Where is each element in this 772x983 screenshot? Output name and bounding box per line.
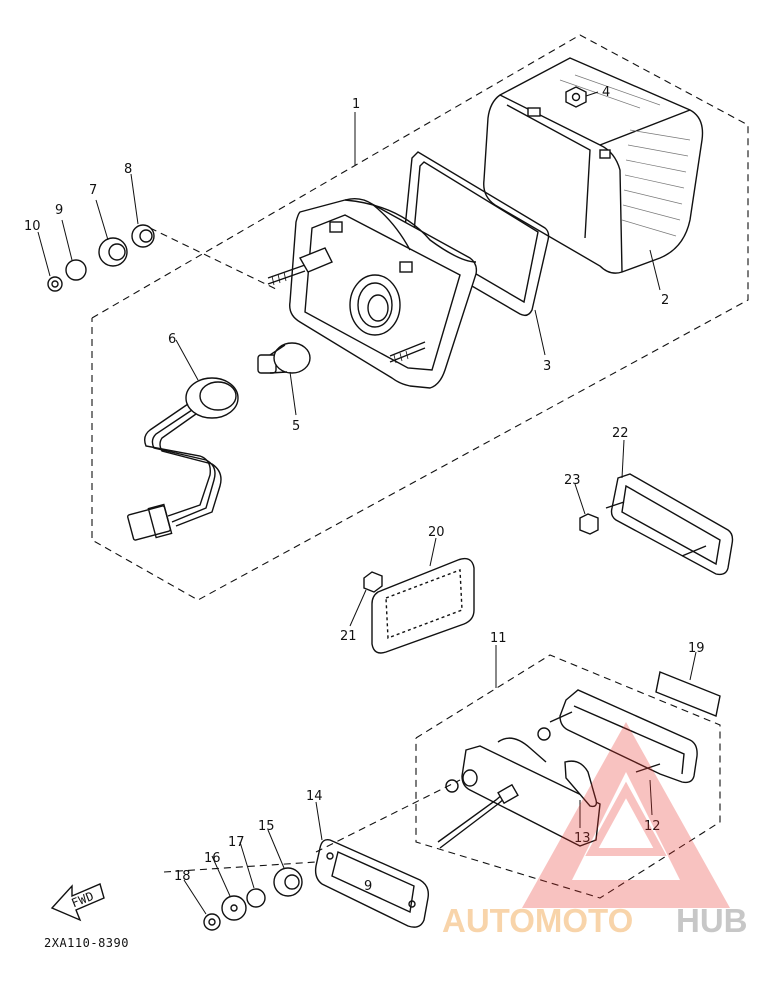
callout-8: 8 <box>124 162 132 177</box>
callout-7: 7 <box>89 183 97 198</box>
plate-part: 9 <box>314 838 430 928</box>
socket-harness-part <box>127 377 239 541</box>
callout-2: 2 <box>661 293 669 308</box>
bulb-part <box>257 342 311 374</box>
callout-22: 22 <box>612 426 629 441</box>
license-light-housing <box>549 689 698 784</box>
callout-6: 6 <box>168 332 176 347</box>
assembly-11-boundary <box>415 654 721 899</box>
callout-10: 10 <box>24 219 41 234</box>
callout-18: 18 <box>174 869 191 884</box>
callout-9: 9 <box>55 203 63 218</box>
callout-20: 20 <box>428 525 445 540</box>
callout-15: 15 <box>258 819 275 834</box>
fastener-stack-lower <box>203 867 303 931</box>
callout-19: 19 <box>688 641 705 656</box>
housing-part <box>267 197 478 389</box>
callout-21: 21 <box>340 629 357 644</box>
lens-part <box>483 57 704 274</box>
callout-5: 5 <box>292 419 300 434</box>
callout-14: 14 <box>306 789 323 804</box>
callout-23: 23 <box>564 473 581 488</box>
assembly-1-boundary <box>91 34 749 601</box>
callout-13: 13 <box>574 831 591 846</box>
forward-arrow-icon: FWD <box>50 883 105 922</box>
callout-numbers: 1 2 3 4 5 6 7 8 9 10 11 12 13 14 15 16 1… <box>24 85 705 884</box>
lens-nut <box>565 86 587 108</box>
watermark-text-a: AUTOMOTO <box>442 902 633 939</box>
callout-12: 12 <box>644 819 661 834</box>
leader-lines <box>37 91 697 915</box>
plate-mark: 9 <box>364 879 372 894</box>
callout-16: 16 <box>204 851 221 866</box>
callout-1: 1 <box>352 97 360 112</box>
callout-11: 11 <box>490 631 507 646</box>
watermark-logo: AUTOMOTO HUB <box>442 722 748 939</box>
callout-17: 17 <box>228 835 245 850</box>
reflector-part <box>363 557 475 654</box>
fastener-stack-upper <box>47 224 155 292</box>
license-lamp-part <box>579 473 734 576</box>
diagram-code: 2XA110-8390 <box>44 936 129 950</box>
callout-4: 4 <box>602 85 610 100</box>
label-part <box>655 671 721 717</box>
bracket-part <box>437 727 601 849</box>
watermark-text-b: HUB <box>676 902 748 939</box>
callout-3: 3 <box>543 359 551 374</box>
